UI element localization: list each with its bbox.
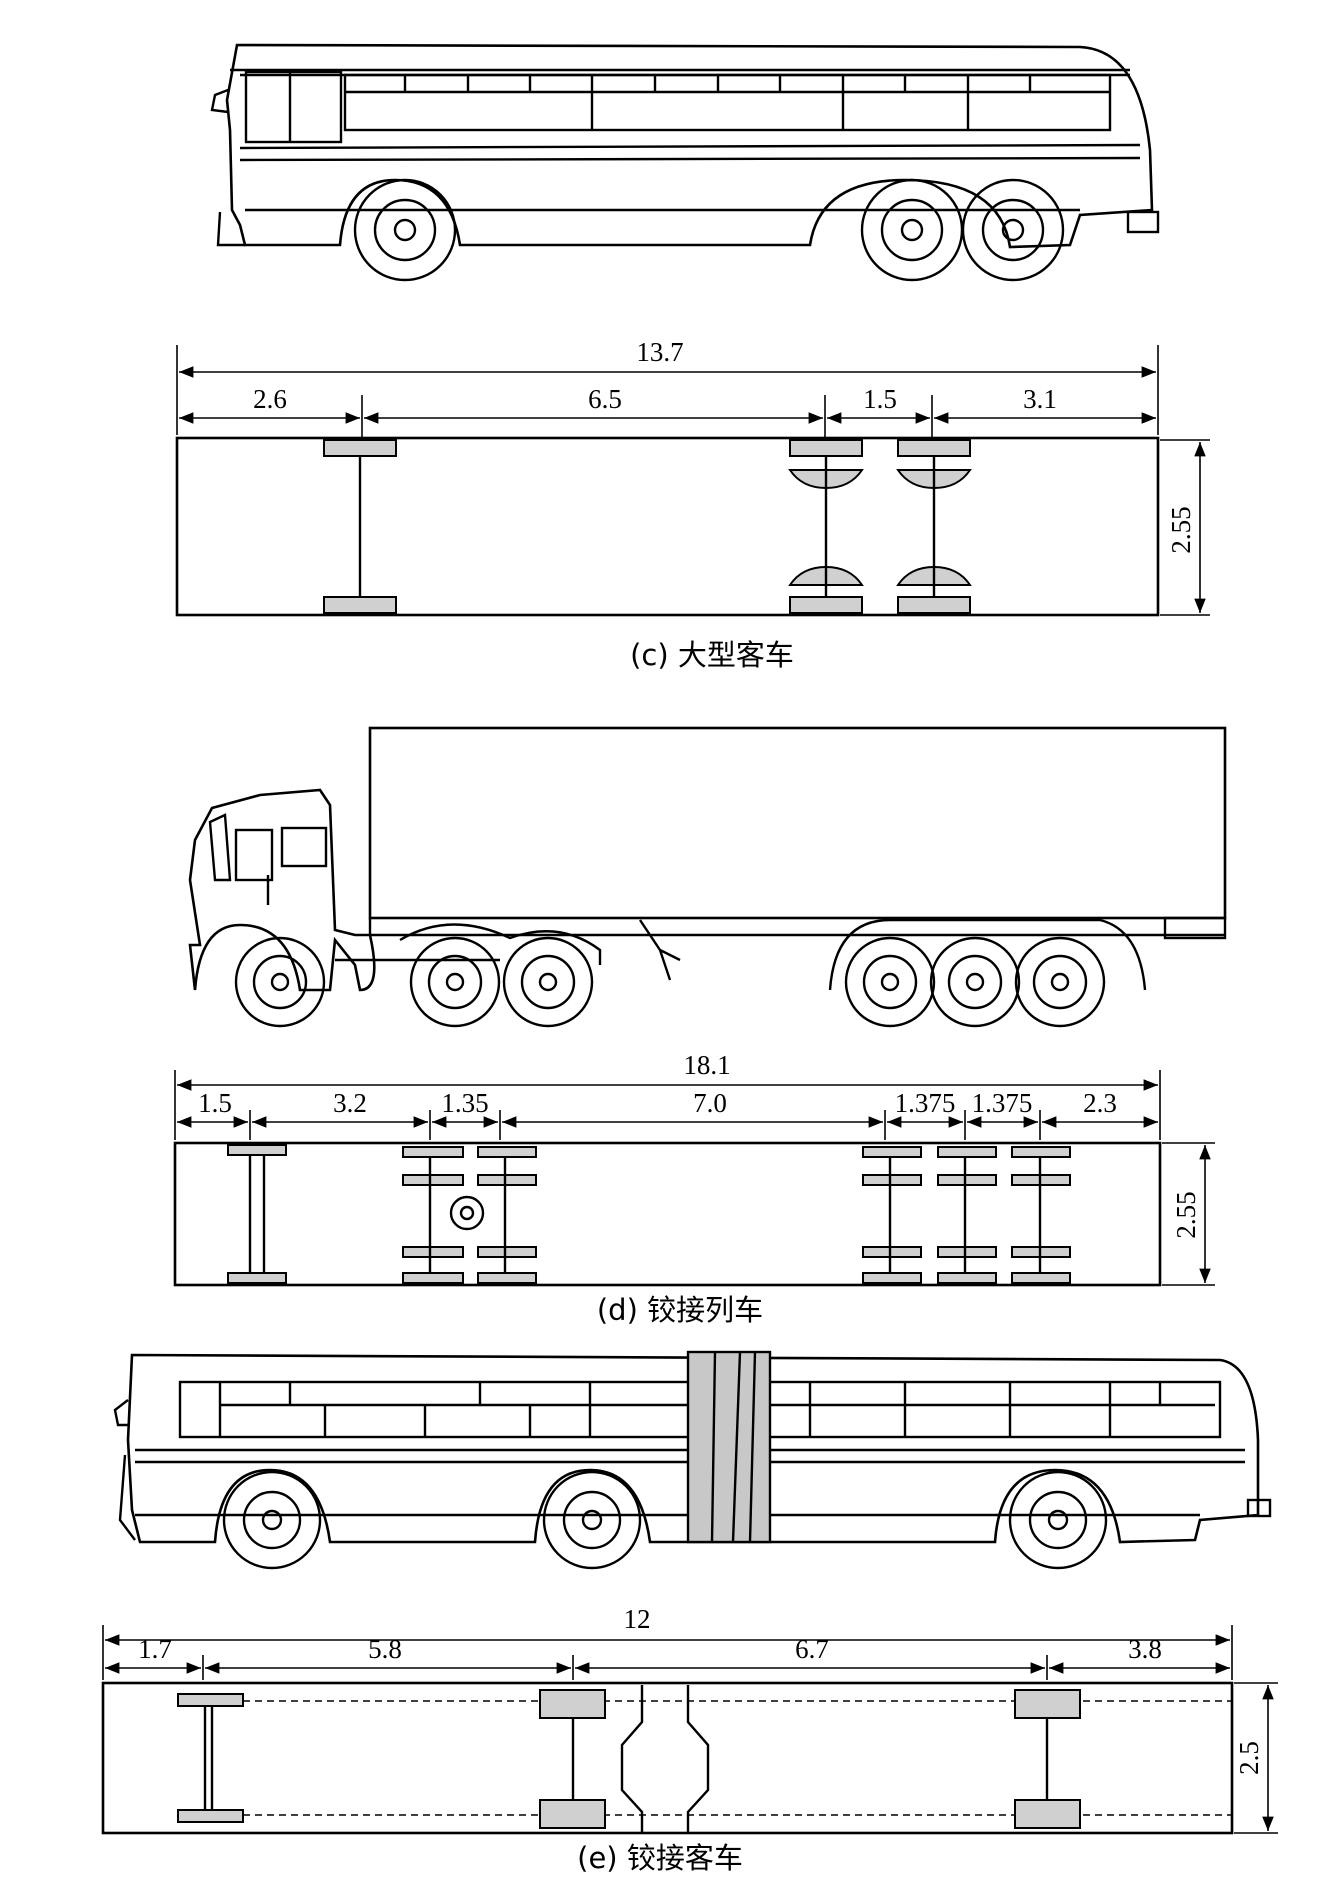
bus-dimensions: 13.7 2.6 6.5 1.5 3.1 2.55 [176,337,1210,616]
truck-wheel [844,936,936,1028]
axle-group [402,1146,464,1284]
articulated-bus-side-view [113,1350,1272,1570]
bus-wheel [860,178,964,282]
bus-wheel [1008,1470,1108,1570]
segment-label: 1.5 [198,1088,232,1118]
axle-group [937,1146,997,1284]
overall-length-label: 12 [624,1604,651,1634]
truck-wheel [234,936,326,1028]
bus-wheel [542,1470,642,1570]
articulated-bus-plan-view [101,1681,1234,1835]
bus-wheel [961,178,1065,282]
width-label: 2.55 [1166,506,1196,553]
overall-length-label: 18.1 [683,1050,730,1080]
segment-label: 2.6 [253,384,287,414]
segment-label: 5.8 [368,1634,402,1664]
segment-label: 3.1 [1023,384,1057,414]
segment-label: 6.7 [795,1634,829,1664]
segment-label: 1.375 [895,1088,956,1118]
truck-side-view [188,726,1227,1028]
bus-side-view [210,43,1160,282]
axle-group [862,1146,922,1284]
segment-label: 3.8 [1128,1634,1162,1664]
bus-plan-view [175,436,1160,617]
truck-plan-view [173,1141,1162,1287]
bus-wheel [222,1470,322,1570]
overall-length-label: 13.7 [636,337,683,367]
truck-wheel [409,936,501,1028]
segment-label: 1.5 [863,384,897,414]
axle-group [477,1146,537,1284]
width-label: 2.5 [1234,1741,1264,1775]
truck-wheel [1014,936,1106,1028]
segment-label: 1.375 [972,1088,1033,1118]
segment-label: 1.7 [138,1634,172,1664]
segment-label: 7.0 [693,1088,727,1118]
segment-label: 1.35 [441,1088,488,1118]
axle-group [1011,1146,1071,1284]
width-label: 2.55 [1171,1191,1201,1238]
bus-wheel [353,178,457,282]
segment-label: 6.5 [588,384,622,414]
segment-label: 3.2 [333,1088,367,1118]
articulation-joint [686,1350,772,1544]
truck-dimensions: 18.1 1.5 3.2 1.35 7.0 1.375 1.375 2.3 2.… [174,1050,1215,1286]
caption: (e) 铰接客车 [577,1841,743,1875]
truck-wheel [502,936,594,1028]
truck-wheel [929,936,1021,1028]
caption: (d) 铰接列车 [597,1293,763,1327]
articulated-bus-dimensions: 12 1.7 5.8 6.7 3.8 2.5 [102,1604,1278,1834]
segment-label: 2.3 [1083,1088,1117,1118]
caption: (c) 大型客车 [630,638,794,672]
